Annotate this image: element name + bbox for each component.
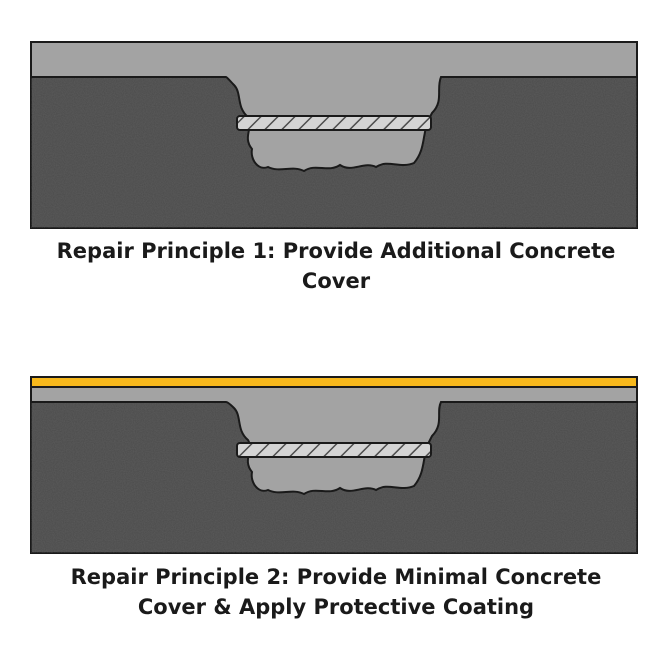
- repair-cross-section-2: [30, 376, 638, 554]
- caption-principle-2: Repair Principle 2: Provide Minimal Conc…: [0, 562, 672, 622]
- caption-principle-1: Repair Principle 1: Provide Additional C…: [0, 236, 672, 296]
- repair-cross-section-1: [30, 41, 638, 229]
- protective-coating: [30, 376, 638, 388]
- caption-line: Cover: [301, 269, 371, 293]
- diagram-principle-2: [30, 376, 638, 554]
- reinforcement-bar: [236, 115, 432, 131]
- caption-line: Repair Principle 1: Provide Additional C…: [56, 239, 616, 263]
- reinforcement-bar: [236, 442, 432, 458]
- caption-line: Cover & Apply Protective Coating: [137, 595, 535, 619]
- repair-mortar-layer: [30, 41, 638, 173]
- diagram-principle-1: [30, 41, 638, 229]
- caption-line: Repair Principle 2: Provide Minimal Conc…: [70, 565, 602, 589]
